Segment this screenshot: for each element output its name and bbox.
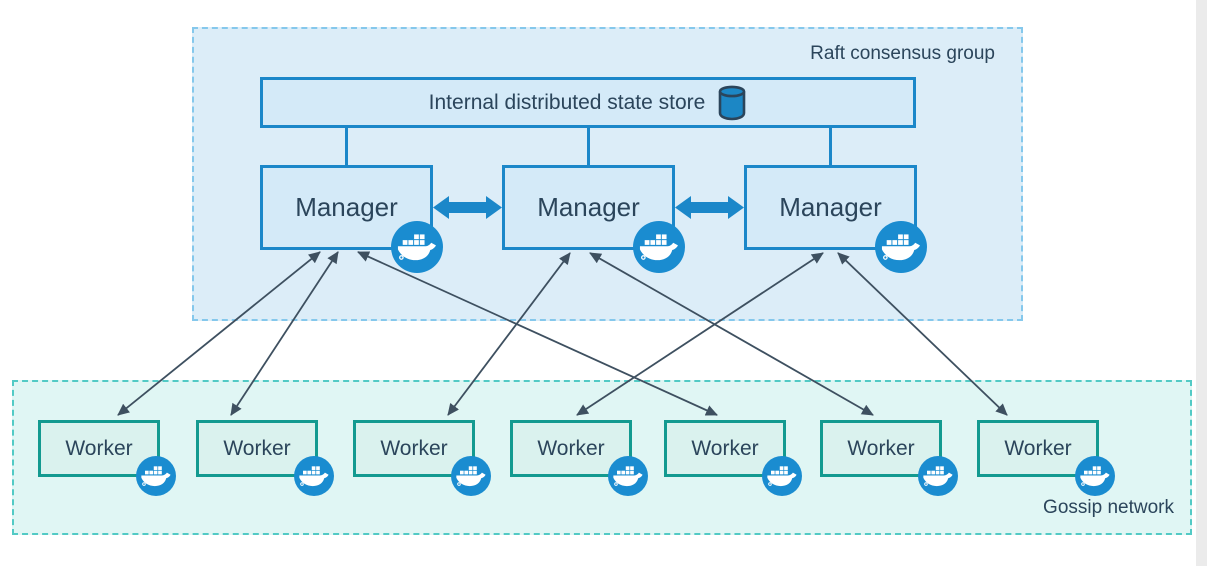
state-store-label: Internal distributed state store <box>428 90 706 114</box>
docker-whale-icon <box>875 221 927 273</box>
manager-label: Manager <box>779 192 882 222</box>
docker-whale-icon <box>451 456 491 496</box>
gossip-network-label: Gossip network <box>1043 497 1174 518</box>
worker-label: Worker <box>537 436 605 460</box>
store-manager-connector <box>829 126 832 166</box>
docker-whale-icon <box>918 456 958 496</box>
docker-whale-icon <box>391 221 443 273</box>
store-manager-connector <box>345 126 348 166</box>
database-cylinder-icon <box>719 85 746 120</box>
worker-label: Worker <box>847 436 915 460</box>
manager-label: Manager <box>295 192 398 222</box>
raft-group-label: Raft consensus group <box>810 43 995 64</box>
docker-whale-icon <box>294 456 334 496</box>
docker-whale-icon <box>136 456 176 496</box>
state-store-bar: Internal distributed state store <box>260 77 916 128</box>
worker-label: Worker <box>65 436 133 460</box>
manager-node-2: Manager <box>502 165 675 250</box>
docker-whale-icon <box>633 221 685 273</box>
worker-label: Worker <box>1004 436 1072 460</box>
store-manager-connector <box>587 126 590 166</box>
worker-node-3: Worker <box>353 420 475 477</box>
page-edge-strip <box>1196 0 1207 566</box>
worker-label: Worker <box>691 436 759 460</box>
docker-whale-icon <box>608 456 648 496</box>
worker-node-5: Worker <box>664 420 786 477</box>
worker-label: Worker <box>223 436 291 460</box>
docker-whale-icon <box>1075 456 1115 496</box>
manager-label: Manager <box>537 192 640 222</box>
docker-whale-icon <box>762 456 802 496</box>
worker-label: Worker <box>380 436 448 460</box>
